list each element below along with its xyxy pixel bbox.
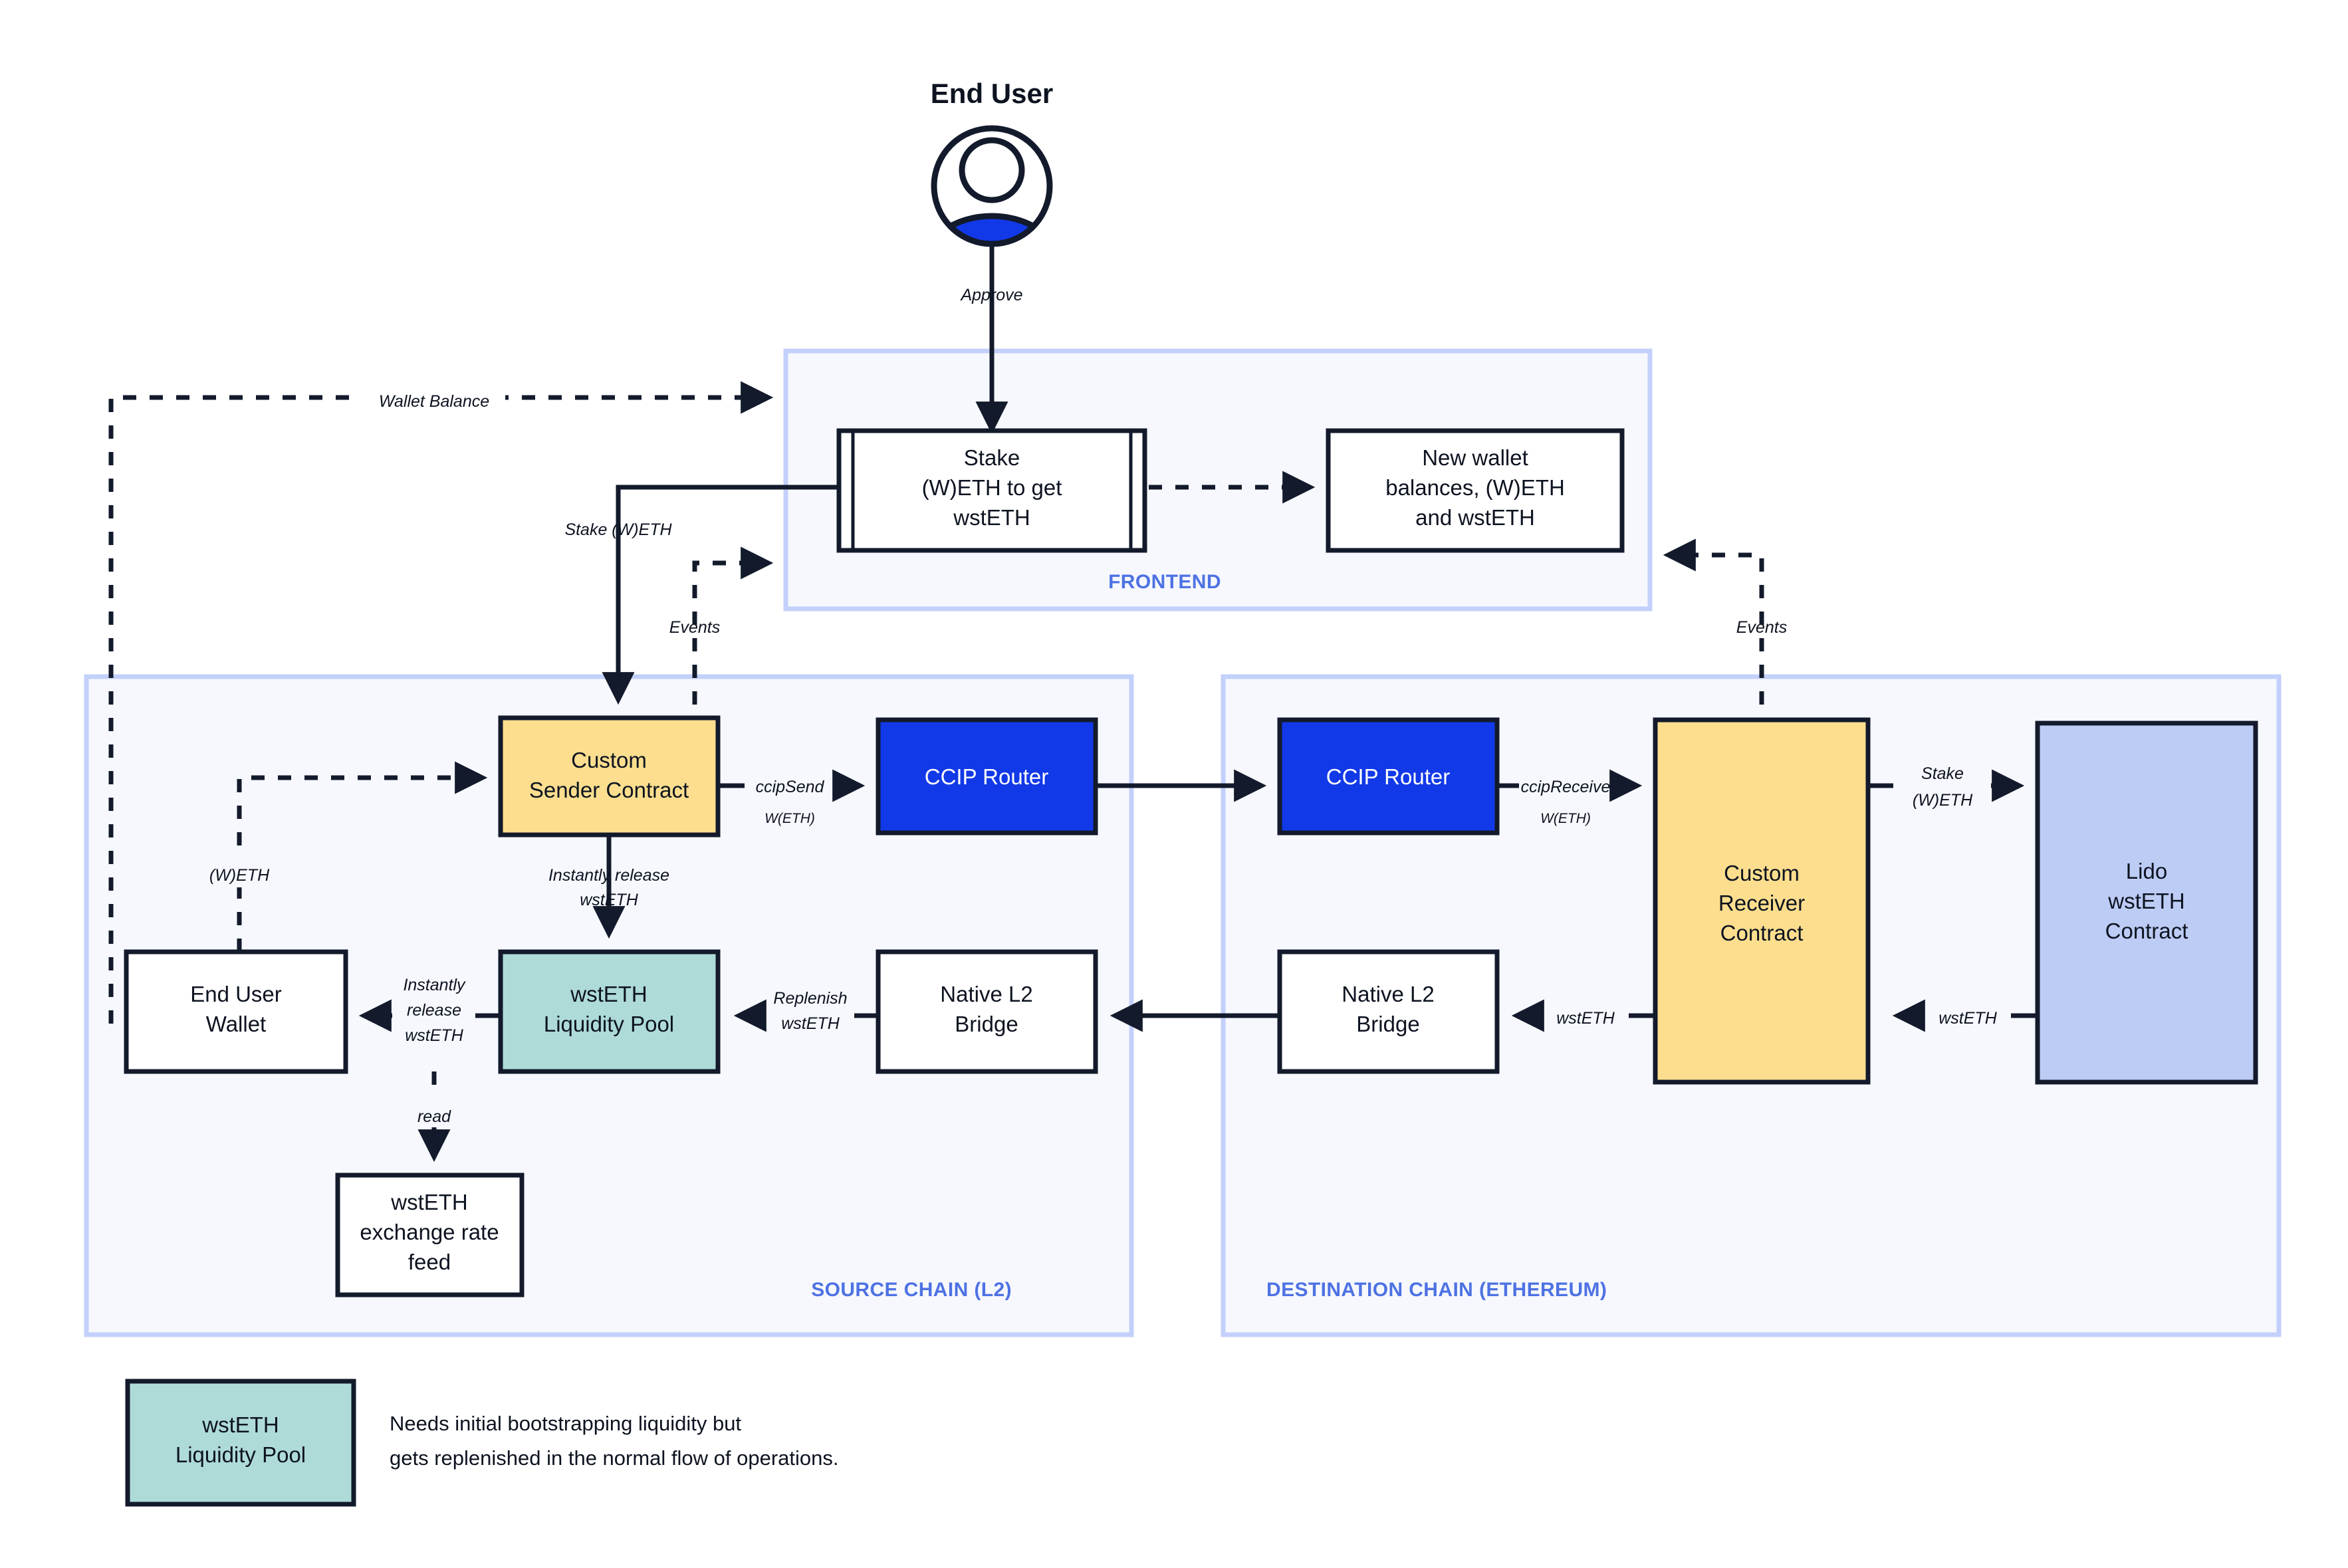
node-ccip-router-source[interactable]: CCIP Router <box>876 717 1098 836</box>
edge-stake-weth-dst-label-b: (W)ETH <box>1913 791 1973 810</box>
edge-events-source <box>692 546 774 705</box>
node-lido-line1: Lido <box>2126 859 2167 883</box>
node-custom-sender-line2: Sender Contract <box>529 778 689 802</box>
edge-ccipsend-sublabel: W(ETH) <box>764 811 815 826</box>
zone-source-chain-label: SOURCE CHAIN (L2) <box>811 1279 1012 1301</box>
edge-events-destination-label: Events <box>1736 618 1787 637</box>
node-lido-line3: Contract <box>2105 919 2188 943</box>
edge-ccipreceive-sublabel: W(ETH) <box>1540 811 1591 826</box>
edge-events-source-label: Events <box>669 618 720 637</box>
node-custom-receiver-line3: Contract <box>1720 921 1804 945</box>
zone-frontend-label: FRONTEND <box>1108 571 1221 593</box>
node-end-user-wallet[interactable]: End User Wallet <box>124 949 348 1074</box>
node-ccip-router-source-label: CCIP Router <box>925 764 1048 789</box>
node-custom-receiver-contract[interactable]: Custom Receiver Contract <box>1653 717 1871 1085</box>
edge-stake-weth <box>602 485 839 705</box>
node-bridge-destination-line2: Bridge <box>1356 1012 1419 1036</box>
legend-note-line1: Needs initial bootstrapping liquidity bu… <box>390 1412 741 1435</box>
node-custom-receiver-line2: Receiver <box>1718 891 1805 915</box>
node-wsteth-liquidity-pool[interactable]: wstETH Liquidity Pool <box>498 949 721 1074</box>
edge-ccipreceive-label: ccipReceive <box>1521 778 1611 796</box>
node-custom-receiver-line1: Custom <box>1724 861 1800 885</box>
legend-note-line2: gets replenished in the normal flow of o… <box>390 1446 839 1470</box>
edge-replenish-line1: Replenish <box>773 989 847 1008</box>
edge-wsteth-1-label: wstETH <box>1556 1009 1615 1028</box>
edge-approve-label: Approve <box>959 286 1022 304</box>
edge-read-label: read <box>417 1107 451 1126</box>
node-native-l2-bridge-source[interactable]: Native L2 Bridge <box>876 949 1098 1074</box>
node-native-l2-bridge-destination[interactable]: Native L2 Bridge <box>1277 949 1500 1074</box>
edge-instantly-release-2-line3: wstETH <box>405 1026 463 1045</box>
legend-swatch-line1: wstETH <box>201 1412 279 1437</box>
node-new-balances-line3: and wstETH <box>1415 505 1535 530</box>
edge-instantly-release-2-line1: Instantly <box>403 976 466 994</box>
legend-swatch: wstETH Liquidity Pool <box>125 1379 356 1507</box>
node-liquidity-pool-line1: wstETH <box>570 982 647 1006</box>
zone-destination-chain-label: DESTINATION CHAIN (ETHEREUM) <box>1266 1279 1607 1301</box>
node-rate-feed-line1: wstETH <box>390 1190 468 1214</box>
edge-instantly-release-2-line2: release <box>407 1001 461 1020</box>
node-stake-form[interactable]: Stake (W)ETH to get wstETH <box>836 428 1147 553</box>
node-rate-feed-line2: exchange rate <box>360 1220 499 1244</box>
node-end-user-wallet-line1: End User <box>190 982 282 1006</box>
edge-replenish-line2: wstETH <box>781 1014 840 1033</box>
node-custom-sender-contract[interactable]: Custom Sender Contract <box>498 715 721 838</box>
node-stake-form-line1: Stake <box>964 445 1020 470</box>
edge-ccipsend-label: ccipSend <box>756 778 825 796</box>
node-wsteth-exchange-rate-feed[interactable]: wstETH exchange rate feed <box>335 1173 525 1297</box>
edge-weth-label: (W)ETH <box>209 866 270 885</box>
node-new-balances-line2: balances, (W)ETH <box>1385 475 1565 500</box>
edge-instantly-release-1-line1: Instantly release <box>548 866 669 885</box>
edge-instantly-release-1-line2: wstETH <box>580 891 638 909</box>
node-custom-sender-line1: Custom <box>571 748 647 772</box>
node-ccip-router-destination-label: CCIP Router <box>1326 764 1450 789</box>
edge-wallet-balance-label: Wallet Balance <box>379 392 489 411</box>
node-new-balances[interactable]: New wallet balances, (W)ETH and wstETH <box>1326 428 1625 553</box>
node-bridge-source-line1: Native L2 <box>940 982 1032 1006</box>
node-stake-form-line3: wstETH <box>953 505 1030 530</box>
node-bridge-source-line2: Bridge <box>955 1012 1018 1036</box>
node-ccip-router-destination[interactable]: CCIP Router <box>1277 717 1500 836</box>
node-lido-line2: wstETH <box>2107 889 2185 913</box>
edge-stake-weth-dst-label-a: Stake <box>1921 764 1964 783</box>
node-liquidity-pool-line2: Liquidity Pool <box>544 1012 674 1036</box>
legend-swatch-line2: Liquidity Pool <box>176 1442 306 1467</box>
node-stake-form-line2: (W)ETH to get <box>922 475 1062 500</box>
node-bridge-destination-line1: Native L2 <box>1342 982 1434 1006</box>
edge-wsteth-2-label: wstETH <box>1938 1009 1997 1028</box>
node-rate-feed-line3: feed <box>408 1250 451 1274</box>
node-lido-wsteth-contract[interactable]: Lido wstETH Contract <box>2035 721 2258 1085</box>
node-new-balances-line1: New wallet <box>1422 445 1528 470</box>
node-end-user-wallet-line2: Wallet <box>206 1012 266 1036</box>
edge-stake-weth-label: Stake (W)ETH <box>564 520 672 539</box>
edge-wallet-balance <box>108 381 774 1024</box>
page-title: End User <box>931 78 1053 109</box>
edge-weth <box>237 761 488 952</box>
